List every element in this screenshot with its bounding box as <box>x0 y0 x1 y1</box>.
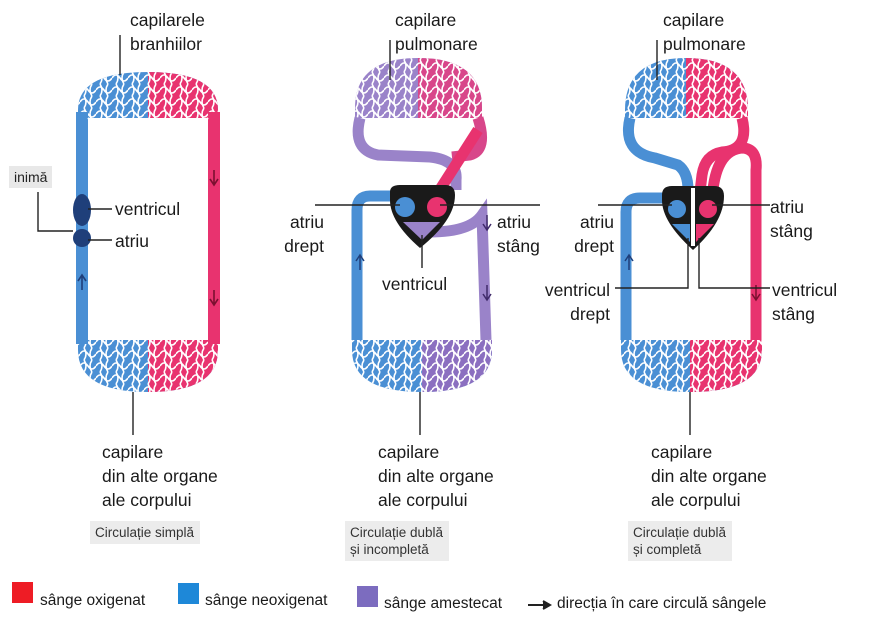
legend-mixed-swatch <box>357 586 378 607</box>
diagram-simple-circulation <box>37 35 220 435</box>
legend-direction-label: direcția în care circulă sângele <box>557 595 767 612</box>
diagram-double-complete <box>598 40 770 435</box>
atrium-label: atriu <box>115 231 150 251</box>
caption-simple: Circulație simplă <box>90 521 201 544</box>
legend-oxygenated-swatch <box>12 582 33 603</box>
direction-arrow-icon <box>528 600 553 610</box>
legend-deoxygenated-swatch <box>178 583 199 604</box>
legend-oxygenated-label: sânge oxigenat <box>40 592 146 609</box>
diagram-double-incomplete <box>315 40 540 435</box>
heart-tag: inimă <box>9 166 53 188</box>
legend-deoxygenated-label: sânge neoxigenat <box>205 592 328 609</box>
ventricle-label: ventricul <box>115 199 181 219</box>
ventricle-label: ventricul <box>382 274 448 294</box>
legend-mixed-label: sânge amestecat <box>384 595 503 612</box>
